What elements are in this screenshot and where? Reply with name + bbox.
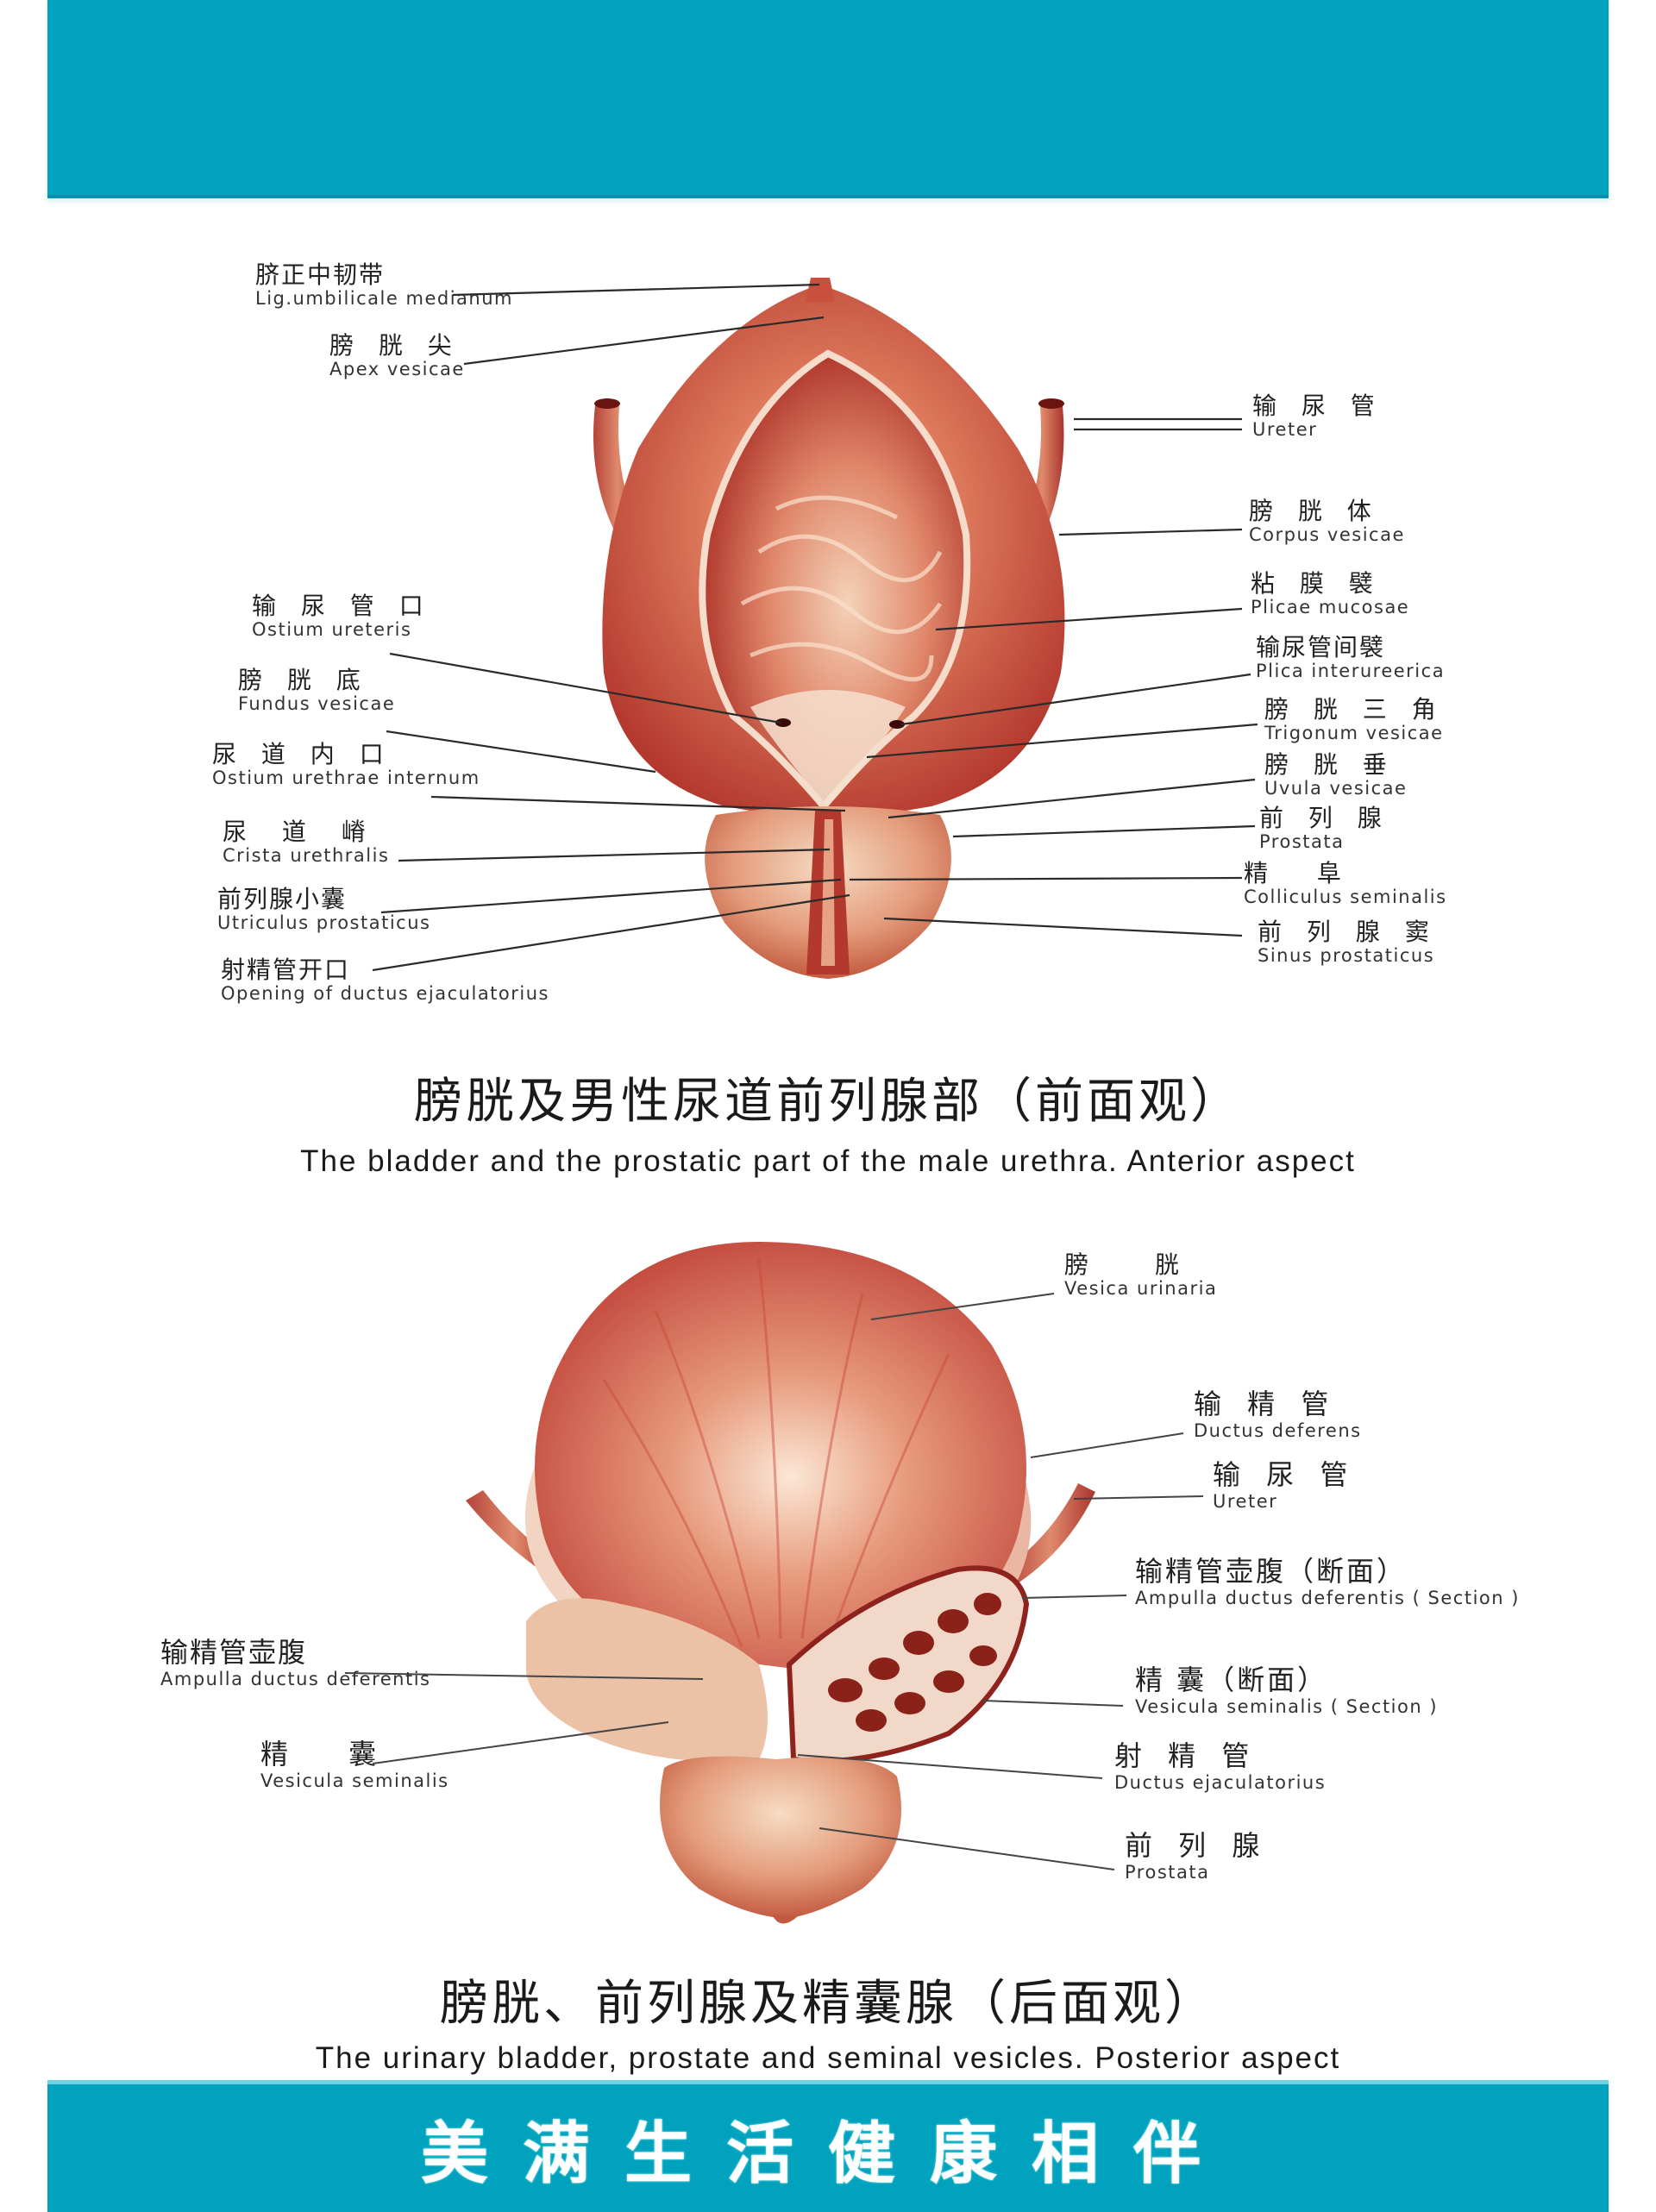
label-zh: 输 尿 管 [1213, 1458, 1357, 1491]
label-en: Plica interureerica [1256, 661, 1446, 682]
label-zh: 膀 胱 尖 [329, 331, 461, 360]
figure2-title-en: The urinary bladder, prostate and semina… [315, 2041, 1341, 2075]
label-en: Ureter [1213, 1490, 1278, 1512]
label-en: Trigonum vesicae [1264, 723, 1444, 744]
label-vesicula-section: 精 囊（断面） Vesicula seminalis ( Section ) [1135, 1664, 1439, 1717]
label-ductus-deferens: 输 精 管 Ductus deferens [1194, 1388, 1362, 1441]
top-banner [47, 0, 1609, 198]
figure2-leader-lines [344, 1293, 1204, 1870]
label-colliculus-seminalis: 精 阜 Colliculus seminalis [1244, 859, 1447, 908]
label-zh: 射精管开口 [221, 956, 351, 984]
label-zh: 输 精 管 [1194, 1388, 1338, 1420]
label-en: Prostata [1125, 1861, 1210, 1883]
label-zh: 输精管壶腹 [160, 1636, 308, 1669]
label-zh: 膀 胱 体 [1249, 497, 1380, 525]
label-zh: 前 列 腺 窦 [1258, 918, 1438, 946]
figure2-caption: 膀胱、前列腺及精囊腺（后面观） The urinary bladder, pro… [0, 1964, 1656, 2076]
label-zh: 脐正中韧带 [255, 260, 386, 289]
label-vesicula-seminalis: 精 囊 Vesicula seminalis [260, 1738, 449, 1791]
bottom-banner: 美满生活 健康相伴 [47, 2080, 1609, 2212]
label-trigonum-vesicae: 膀 胱 三 角 Trigonum vesicae [1264, 697, 1445, 743]
figure1-caption: 膀胱及男性尿道前列腺部（前面观） The bladder and the pro… [0, 1062, 1656, 1179]
label-zh: 输精管壶腹（断面） [1135, 1555, 1408, 1588]
label-en: Corpus vesicae [1249, 524, 1405, 546]
label-zh: 输 尿 管 口 [252, 592, 432, 620]
label-ampulla-ductus-deferentis: 输精管壶腹 Ampulla ductus deferentis [160, 1636, 431, 1689]
label-en: Prostata [1259, 831, 1345, 853]
figure2-illustration [466, 1242, 1095, 1924]
label-ureter: 输 尿 管 Ureter [1252, 392, 1383, 441]
label-plicae-mucosae: 粘 膜 襞 Plicae mucosae [1251, 571, 1409, 617]
label-en: Fundus vesicae [238, 693, 396, 715]
label-en: Apex vesicae [329, 359, 465, 380]
label-zh: 射 精 管 [1114, 1739, 1258, 1772]
label-en: Colliculus seminalis [1244, 887, 1447, 908]
label-ampulla-section: 输精管壶腹（断面） Ampulla ductus deferentis ( Se… [1135, 1557, 1520, 1607]
label-zh: 前列腺小囊 [217, 885, 348, 913]
label-zh: 尿 道 内 口 [212, 740, 392, 768]
label-zh: 膀 胱 三 角 [1264, 695, 1445, 724]
figure1-illustration [593, 278, 1065, 979]
label-en: Vesica urinaria [1064, 1278, 1218, 1300]
label-zh: 精 阜 [1244, 859, 1362, 887]
label-ostium-urethrae-internum: 尿 道 内 口 Ostium urethrae internum [212, 740, 480, 789]
figure2-title-zh: 膀胱、前列腺及精囊腺（后面观） [440, 1976, 1216, 2032]
label-en: Plicae mucosae [1251, 597, 1410, 618]
label-prostata: 前 列 腺 Prostata [1259, 804, 1390, 853]
label-en: Ostium urethrae internum [212, 768, 480, 789]
label-en: Utriculus prostaticus [217, 912, 431, 934]
label-zh: 尿 道 嵴 [223, 818, 380, 846]
label-en: Sinus prostaticus [1258, 945, 1435, 967]
label-en: Vesicula seminalis [260, 1770, 449, 1791]
label-en: Ampulla ductus deferentis [160, 1668, 431, 1689]
label-en: Ostium ureteris [252, 619, 412, 641]
label-corpus-vesicae: 膀 胱 体 Corpus vesicae [1249, 497, 1405, 546]
label-uvula-vesicae: 膀 胱 垂 Uvula vesicae [1264, 750, 1408, 799]
label-prostata-2: 前 列 腺 Prostata [1125, 1829, 1269, 1883]
label-vesica-urinaria: 膀 胱 Vesica urinaria [1064, 1250, 1218, 1300]
figure1-title-en: The bladder and the prostatic part of th… [300, 1144, 1356, 1178]
figure1-leader-lines [372, 283, 1258, 972]
label-en: Vesicula seminalis ( Section ) [1135, 1695, 1439, 1717]
label-en: Crista urethralis [223, 845, 390, 867]
label-en: Ampulla ductus deferentis ( Section ) [1135, 1587, 1520, 1608]
label-ureter-2: 输 尿 管 Ureter [1213, 1458, 1357, 1512]
label-en: Ductus ejaculatorius [1114, 1771, 1327, 1793]
label-lig-umbilicale-medianum: 脐正中韧带 Lig.umbilicale medianum [255, 260, 513, 310]
label-crista-urethralis: 尿 道 嵴 Crista urethralis [223, 818, 390, 867]
label-zh: 精 囊 [260, 1738, 403, 1770]
label-en: Uvula vesicae [1264, 778, 1408, 799]
label-zh: 膀 胱 底 [238, 666, 369, 694]
label-zh: 粘 膜 襞 [1251, 569, 1382, 598]
label-opening-ductus-ejaculatorius: 射精管开口 Opening of ductus ejaculatorius [221, 956, 549, 1005]
label-en: Lig.umbilicale medianum [255, 288, 513, 310]
label-zh: 前 列 腺 [1259, 804, 1390, 832]
label-en: Opening of ductus ejaculatorius [221, 983, 549, 1005]
label-zh: 前 列 腺 [1125, 1829, 1269, 1862]
label-ostium-ureteris: 输 尿 管 口 Ostium ureteris [252, 592, 432, 641]
figure1-title-zh: 膀胱及男性尿道前列腺部（前面观） [414, 1074, 1242, 1130]
label-en: Ductus deferens [1194, 1419, 1362, 1441]
label-zh: 输 尿 管 [1252, 392, 1383, 420]
label-en: Ureter [1252, 419, 1318, 441]
label-zh: 精 囊（断面） [1135, 1664, 1328, 1696]
label-zh: 输尿管间襞 [1256, 633, 1386, 661]
label-sinus-prostaticus: 前 列 腺 窦 Sinus prostaticus [1258, 918, 1438, 967]
slogan-right: 健康相伴 [828, 2115, 1236, 2193]
slogan-left: 美满生活 [420, 2115, 828, 2193]
label-plica-interureterica: 输尿管间襞 Plica interureerica [1256, 633, 1446, 682]
label-zh: 膀 胱 垂 [1264, 750, 1396, 779]
label-utriculus-prostaticus: 前列腺小囊 Utriculus prostaticus [217, 885, 431, 934]
label-zh: 膀 胱 [1064, 1250, 1208, 1279]
label-apex-vesicae: 膀 胱 尖 Apex vesicae [329, 333, 465, 379]
label-ductus-ejaculatorius: 射 精 管 Ductus ejaculatorius [1114, 1739, 1327, 1793]
label-fundus-vesicae: 膀 胱 底 Fundus vesicae [238, 666, 396, 715]
